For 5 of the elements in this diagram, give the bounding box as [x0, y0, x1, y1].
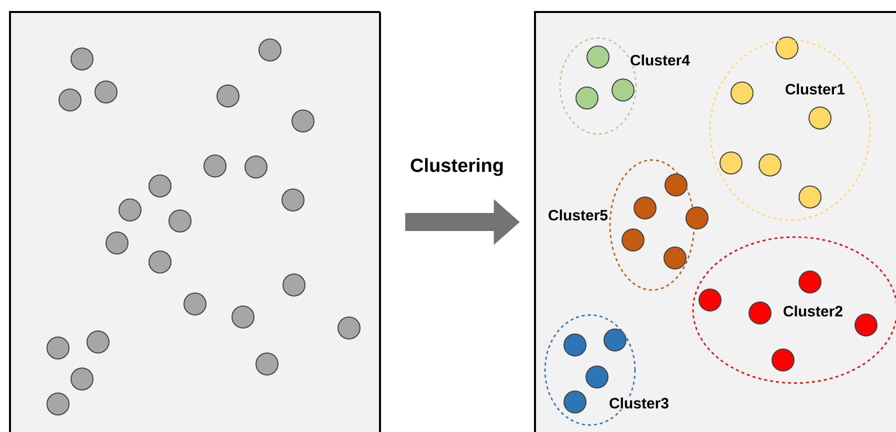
node-label: Cluster4 [630, 54, 690, 66]
edge-label: Clustering [410, 158, 503, 176]
node-label: Cluster5 [548, 210, 608, 221]
panel [534, 11, 896, 432]
panel [9, 11, 381, 432]
